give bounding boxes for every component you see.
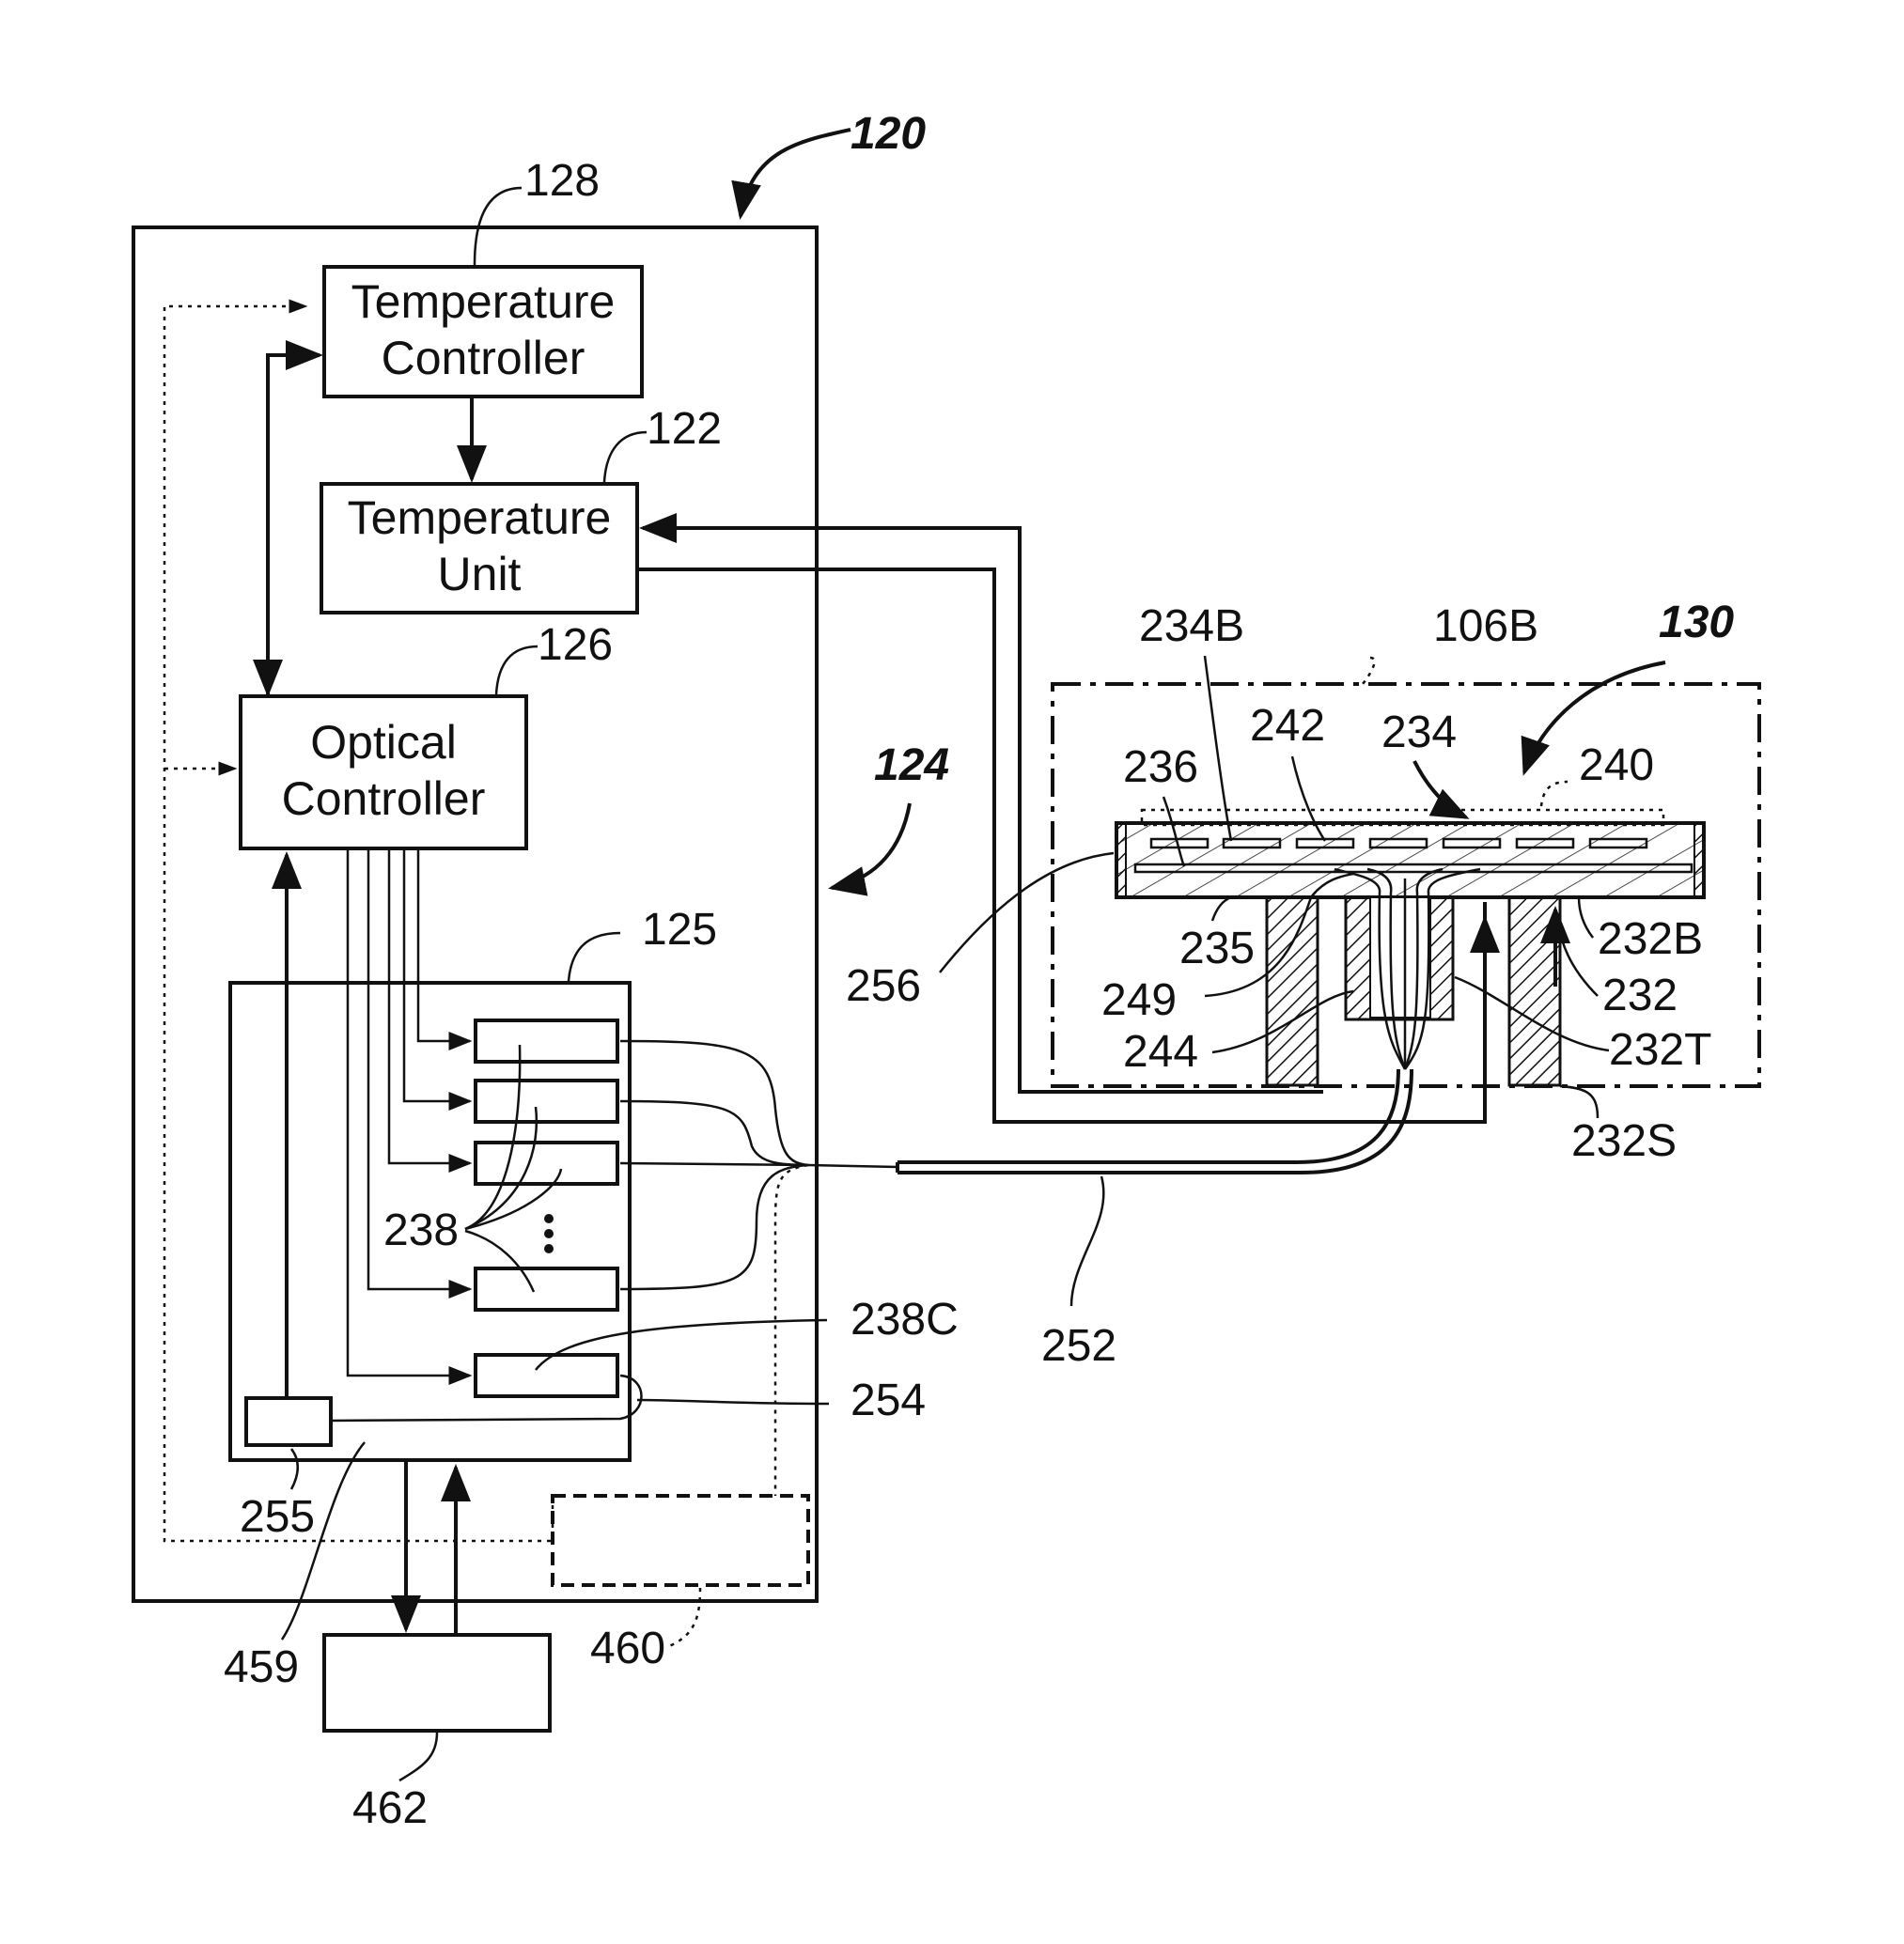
leader-240	[1541, 782, 1568, 806]
temperature-controller-line1: Temperature	[351, 275, 616, 328]
leader-232s	[1560, 1086, 1598, 1118]
label-254: 254	[851, 1376, 926, 1425]
puck-hatch	[1118, 825, 1702, 895]
label-255: 255	[240, 1492, 315, 1542]
leader-256	[940, 853, 1114, 972]
ctrl-line-1	[418, 850, 470, 1041]
leader-232	[1562, 940, 1598, 996]
label-232t: 232T	[1609, 1025, 1711, 1075]
emitter-238-3	[476, 1143, 617, 1184]
label-256: 256	[846, 961, 921, 1011]
external-unit-462	[324, 1635, 550, 1731]
leader-234	[1414, 761, 1466, 817]
leader-252	[1071, 1176, 1103, 1306]
detector-255	[246, 1398, 331, 1445]
fiber-bundle-upper	[897, 1069, 1398, 1162]
label-238: 238	[383, 1205, 459, 1255]
leader-126	[496, 646, 538, 694]
temperature-unit-line2: Unit	[438, 548, 522, 600]
label-244: 244	[1123, 1027, 1198, 1077]
label-249: 249	[1101, 975, 1177, 1025]
label-238c: 238C	[851, 1295, 959, 1345]
label-106b: 106B	[1433, 601, 1538, 651]
temperature-unit-line1: Temperature	[348, 491, 612, 544]
link-oc-to-tc	[268, 355, 320, 695]
leader-122	[604, 432, 647, 482]
label-462: 462	[352, 1783, 428, 1833]
leader-238c	[536, 1320, 827, 1370]
label-232: 232	[1602, 971, 1678, 1020]
leader-235	[1212, 897, 1231, 921]
label-125: 125	[642, 905, 717, 955]
label-252: 252	[1041, 1321, 1116, 1371]
fiber-n	[620, 1165, 808, 1289]
label-234b: 234B	[1139, 601, 1244, 651]
leader-120	[741, 130, 851, 216]
stem-wall-left	[1267, 897, 1318, 1085]
leader-125	[569, 933, 620, 981]
label-128: 128	[524, 156, 600, 206]
temperature-controller-line2: Controller	[382, 332, 585, 384]
emitter-238-2	[476, 1081, 617, 1122]
leader-238-a	[465, 1045, 520, 1229]
label-234: 234	[1381, 708, 1457, 757]
label-235: 235	[1179, 924, 1255, 973]
label-242: 242	[1250, 701, 1325, 751]
label-126: 126	[538, 620, 613, 670]
label-232b: 232B	[1598, 914, 1703, 964]
leader-124	[832, 803, 910, 888]
leader-254	[637, 1400, 829, 1404]
fiber-junction	[808, 1165, 897, 1167]
ellipsis-dot-1	[544, 1214, 554, 1223]
label-122: 122	[647, 404, 722, 454]
emitter-238-n	[476, 1268, 617, 1310]
optical-controller-line2: Controller	[282, 772, 486, 825]
label-236: 236	[1123, 742, 1198, 792]
optional-unit-460	[553, 1496, 808, 1585]
label-124: 124	[874, 740, 949, 790]
fiber-1	[620, 1041, 808, 1165]
label-232s: 232S	[1571, 1116, 1677, 1166]
ellipsis-dot-2	[544, 1229, 554, 1238]
puck-edge-left	[1116, 823, 1126, 897]
label-120: 120	[851, 109, 926, 159]
optical-controller-line1: Optical	[310, 716, 457, 769]
label-240: 240	[1579, 740, 1654, 790]
label-130: 130	[1659, 598, 1734, 647]
emitter-238-1	[476, 1020, 617, 1062]
leader-462	[399, 1733, 437, 1781]
ellipsis-dot-3	[544, 1244, 554, 1253]
ctrl-line-3	[389, 850, 470, 1163]
dotted-fiber-to-460	[775, 1165, 808, 1496]
leader-460	[669, 1588, 700, 1646]
puck-edge-right	[1694, 823, 1704, 897]
ctrl-line-2	[404, 850, 470, 1101]
leader-232b	[1579, 897, 1593, 938]
label-459: 459	[224, 1642, 299, 1692]
ctrl-line-c	[348, 850, 470, 1376]
label-460: 460	[590, 1624, 665, 1673]
leader-255	[291, 1449, 298, 1489]
stem-wall-right	[1509, 897, 1560, 1085]
leader-106b	[1363, 658, 1375, 684]
